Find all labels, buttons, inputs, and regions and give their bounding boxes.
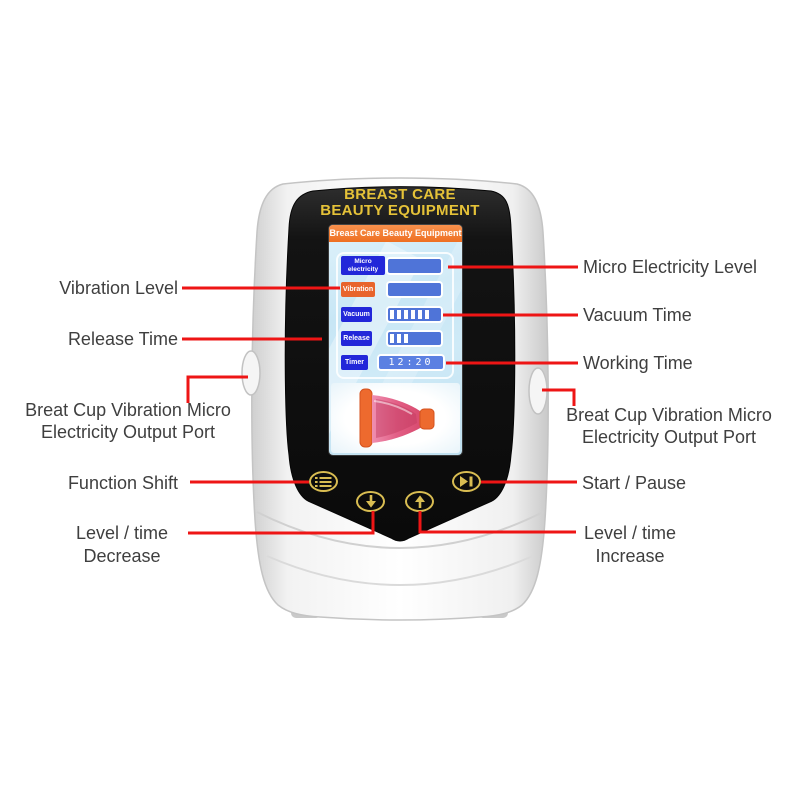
timer-value: 12:20 <box>377 354 445 371</box>
arrow-up-icon <box>414 495 425 508</box>
left-output-port <box>241 350 261 396</box>
device-foot-left <box>291 602 321 618</box>
start-pause-button <box>452 471 481 492</box>
callout-label-left-output-port: Breat Cup Vibration Micro Electricity Ou… <box>25 400 231 442</box>
callout-label-function-shift: Function Shift <box>67 473 178 493</box>
base-seam-lower <box>266 555 534 586</box>
row-label-timer: Timer <box>341 355 368 370</box>
device-brand-title: BREAST CARE BEAUTY EQUIPMENT <box>315 187 485 218</box>
base-seam-upper <box>256 511 544 549</box>
row-bar-vibration <box>386 281 443 298</box>
row-bar-release <box>386 330 443 347</box>
brand-title-line1: BREAST CARE <box>344 186 456 203</box>
row-label-vibration: Vibration <box>341 282 375 297</box>
callout-label-micro-electricity-level: Micro Electricity Level <box>583 257 758 277</box>
play-pause-icon <box>460 476 473 487</box>
device-screen: Breast Care Beauty Equipment Micro elect… <box>329 225 462 455</box>
level-time-decrease-button <box>356 491 385 512</box>
device-foot-right <box>478 602 508 618</box>
brand-title-line2: BEAUTY EQUIPMENT <box>320 201 480 219</box>
function-shift-button <box>309 471 338 492</box>
callout-label-right-output-port: Breat Cup Vibration Micro Electricity Ou… <box>566 405 772 447</box>
callout-label-start-pause: Start / Pause <box>582 473 687 493</box>
breast-cup-image <box>359 388 434 448</box>
callout-label-vacuum-time: Vacuum Time <box>583 305 692 325</box>
screen-header: Breast Care Beauty Equipment <box>329 225 462 242</box>
callout-label-vibration-level: Vibration Level <box>59 278 178 298</box>
level-time-increase-button <box>405 491 434 512</box>
right-output-port <box>528 367 548 415</box>
row-label-release: Release <box>341 331 372 346</box>
row-bar-micro-electricity <box>386 257 443 275</box>
callout-label-release-time: Release Time <box>67 329 178 349</box>
line-level-time-decrease <box>188 511 375 535</box>
callout-label-working-time: Working Time <box>583 353 693 373</box>
row-label-micro-electricity: Micro electricity <box>341 256 385 275</box>
cup-photo <box>331 383 460 453</box>
callout-label-level-time-decrease: Level / time Decrease <box>75 523 169 566</box>
menu-list-icon <box>315 476 332 487</box>
callout-label-level-time-increase: Level / time Increase <box>583 523 677 566</box>
row-label-vacuum: Vacuum <box>341 307 372 322</box>
line-level-time-increase <box>418 511 576 534</box>
arrow-down-icon <box>365 495 376 508</box>
row-bar-vacuum <box>386 306 443 323</box>
